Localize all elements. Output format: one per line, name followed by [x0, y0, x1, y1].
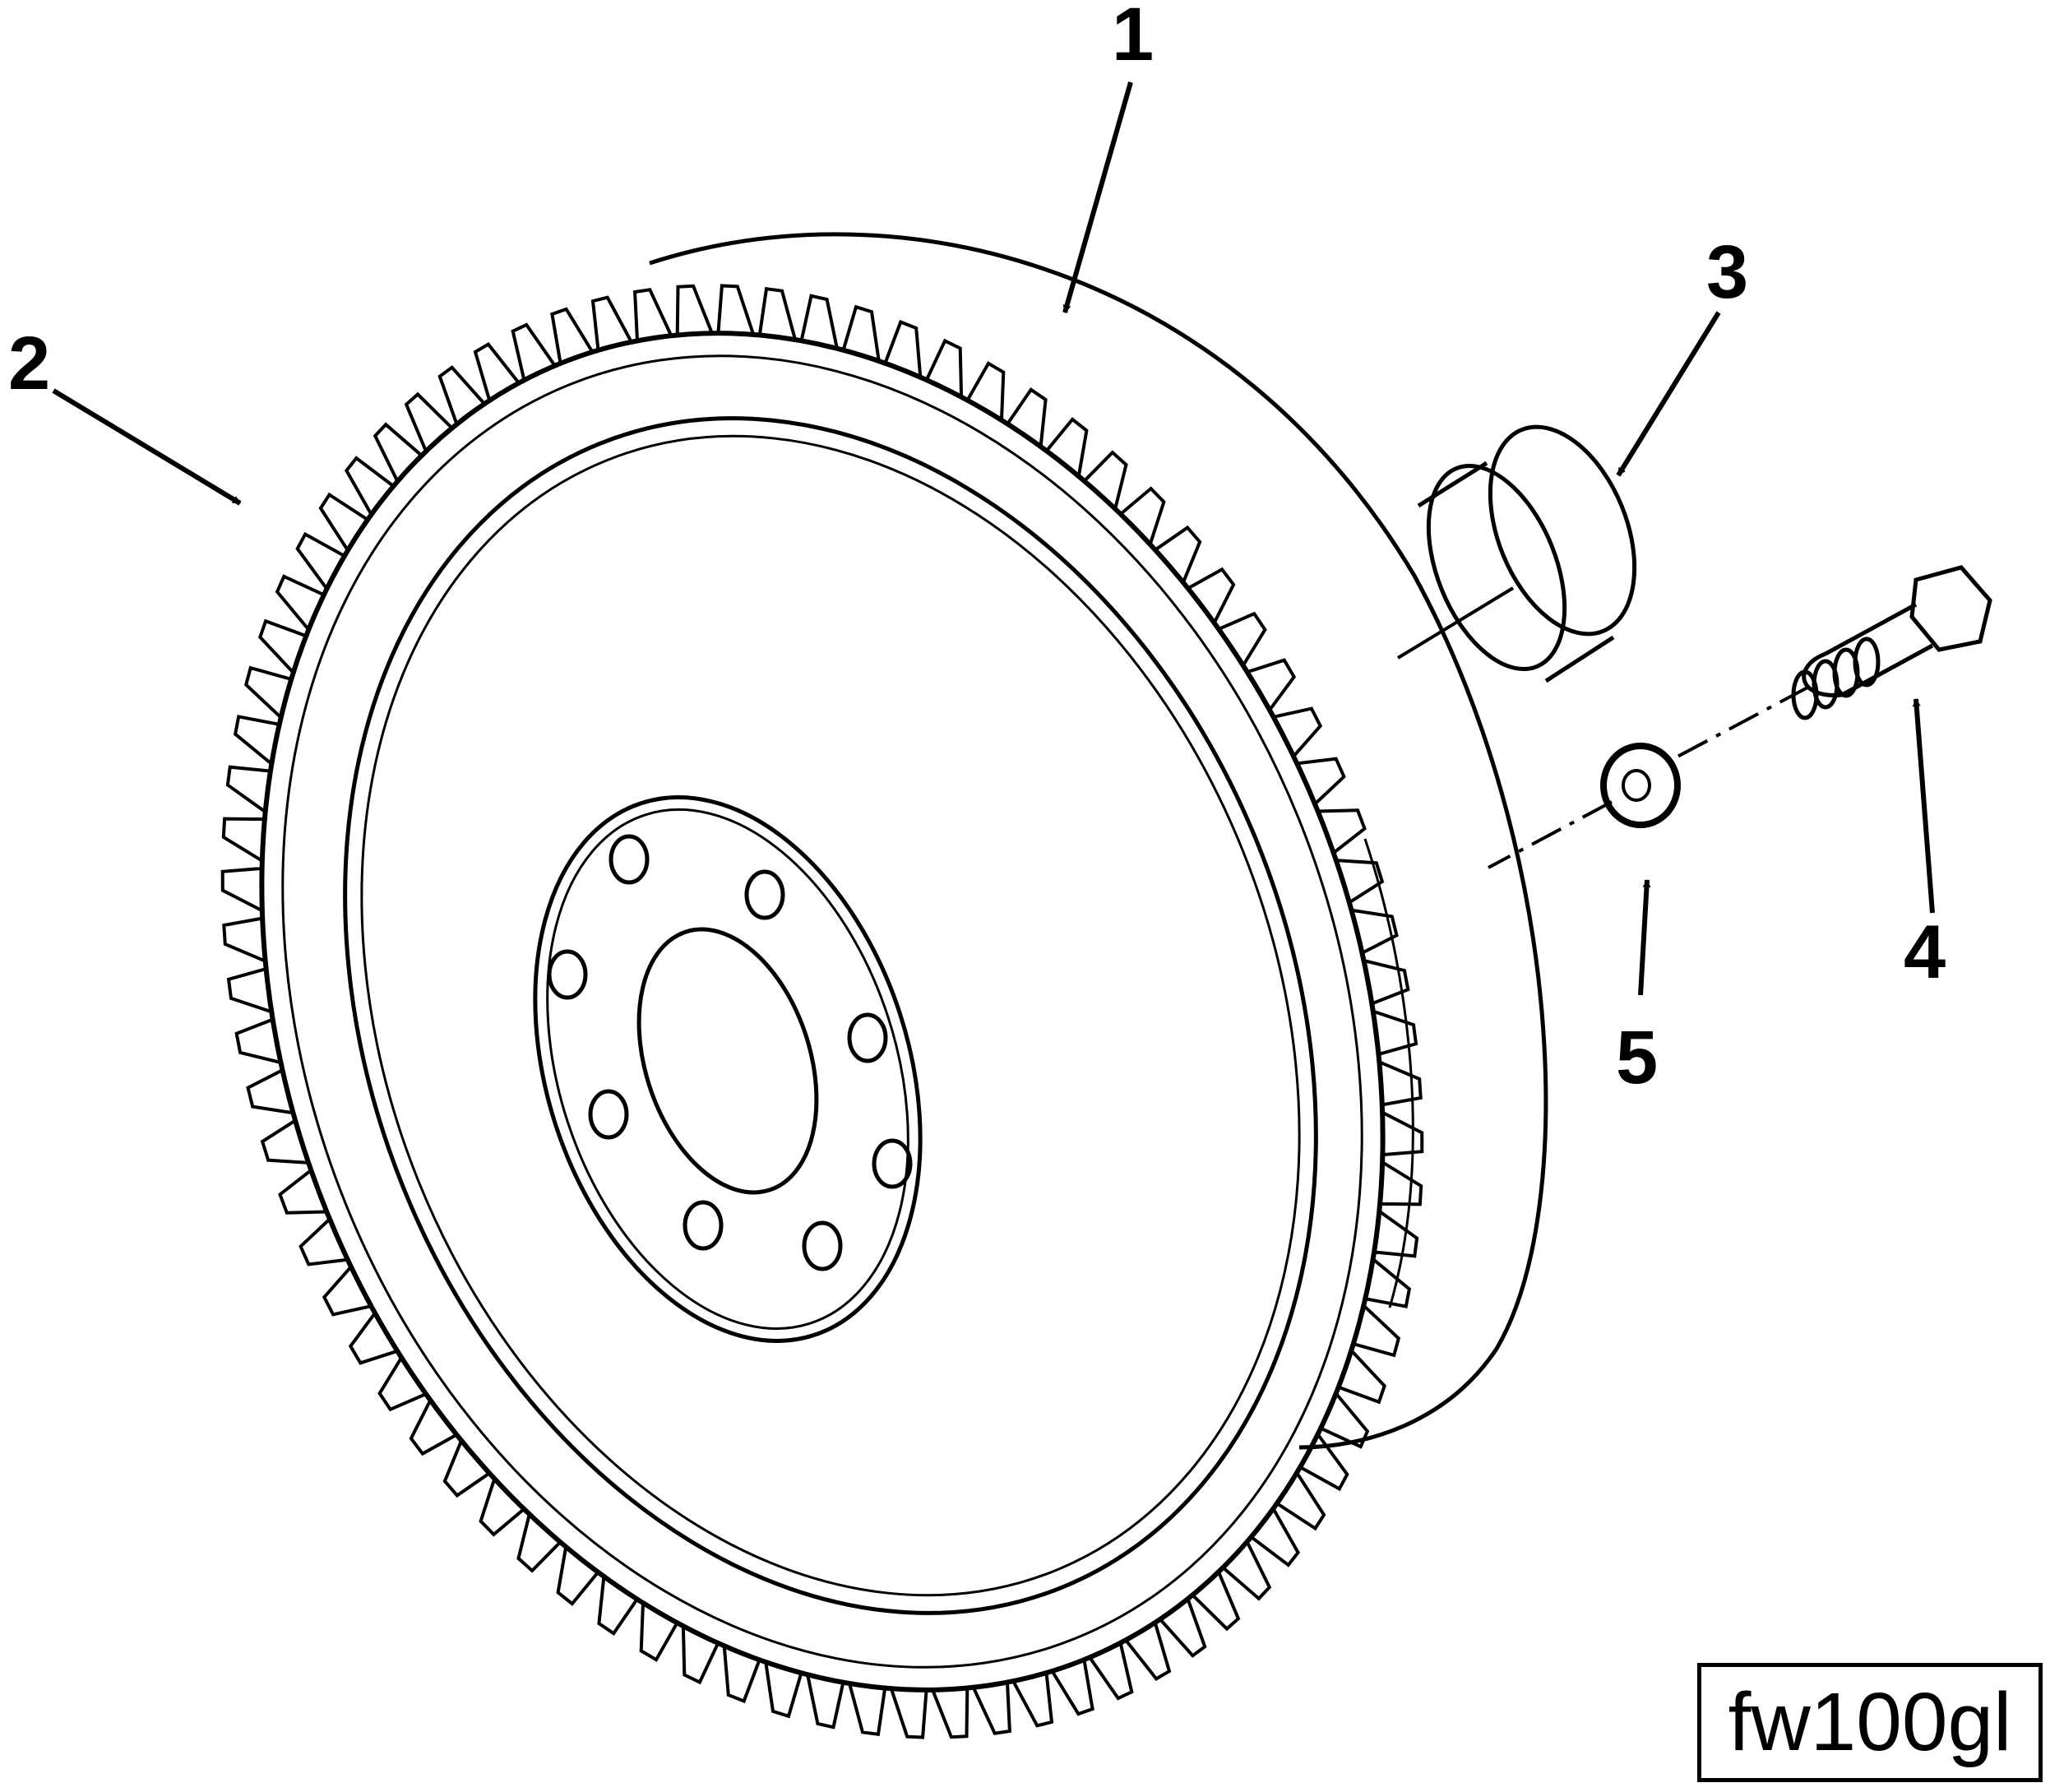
washer	[1600, 743, 1681, 828]
flywheel-hub	[533, 795, 923, 1343]
bolt-hole	[547, 949, 588, 1000]
flywheel	[649, 232, 1548, 1450]
bolt-hole	[744, 869, 785, 920]
bolt	[1791, 565, 1992, 720]
leader-3	[1616, 311, 1721, 477]
figure-reference-code: fw100gl	[1697, 1663, 2043, 1782]
bolt-hole	[847, 1012, 888, 1063]
leader-1	[1062, 81, 1133, 313]
bolt-hole	[872, 1138, 913, 1189]
callout-4: 4	[1904, 910, 1946, 994]
leader-5	[1638, 879, 1651, 996]
flywheel-face	[259, 331, 1386, 1692]
ring-gear	[220, 284, 1424, 1739]
leader-2	[52, 388, 242, 506]
callout-2: 2	[8, 322, 51, 405]
bolt-holes	[547, 834, 913, 1271]
assembly-centerline	[1488, 685, 1810, 869]
bolt-hole	[683, 1200, 724, 1251]
callout-5: 5	[1616, 1016, 1659, 1100]
pilot-bearing	[1396, 424, 1637, 683]
center-bore	[636, 927, 819, 1195]
bolt-hole	[609, 834, 650, 885]
callout-1: 1	[1112, 0, 1155, 76]
leader-arrows	[52, 81, 1935, 996]
callout-3: 3	[1706, 230, 1749, 314]
bolt-hole	[588, 1089, 629, 1140]
ring-gear-teeth	[220, 284, 1424, 1739]
bolt-hole	[802, 1220, 843, 1271]
leader-4	[1912, 698, 1935, 914]
